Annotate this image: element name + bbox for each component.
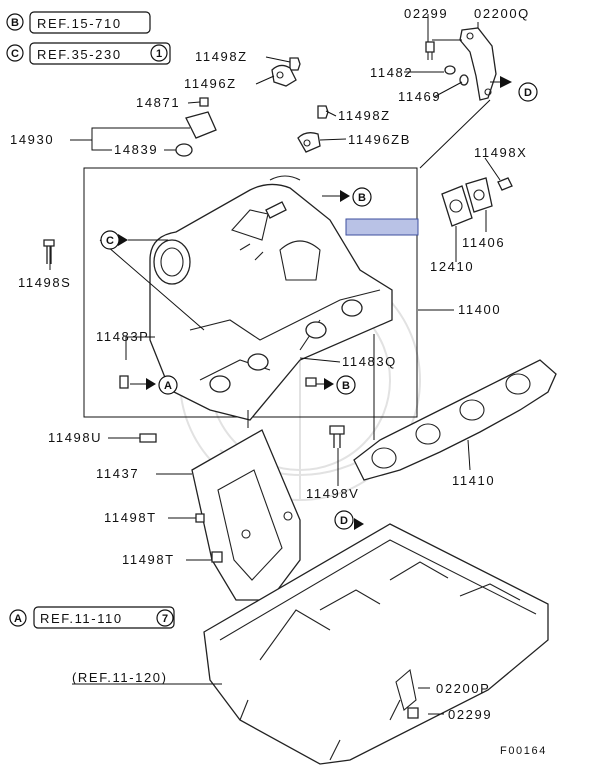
label-11498X: 11498X [474, 145, 527, 160]
svg-text:B: B [358, 192, 366, 204]
marker-a-middle: A [130, 375, 178, 395]
label-02299-top: 02299 [404, 6, 448, 21]
svg-text:REF.11-110: REF.11-110 [40, 611, 123, 626]
gasket-12410 [441, 185, 473, 227]
svg-text:A: A [14, 613, 22, 625]
intake-manifold-11400 [149, 175, 393, 421]
label-11469: 11469 [398, 89, 441, 104]
label-11496Z: 11496Z [184, 76, 237, 91]
label-11498V: 11498V [306, 486, 359, 501]
svg-text:C: C [11, 48, 19, 60]
gasket-11410 [353, 359, 557, 481]
bolt-11498X [497, 177, 513, 191]
svg-text:D: D [340, 515, 348, 527]
label-11498T-b: 11498T [122, 552, 175, 567]
bracket-02200Q [425, 27, 497, 101]
diagram-id: F00164 [500, 745, 547, 757]
svg-text:B: B [342, 380, 350, 392]
part-labels: 02299 02200Q 11498Z 11482 11496Z 11469 1… [10, 6, 547, 757]
label-14871: 14871 [136, 95, 180, 110]
ref-a-box: A REF.11-110 7 [9, 606, 175, 629]
ref-b-box: B REF.15-710 [6, 11, 151, 34]
bracket-11437 [191, 429, 301, 601]
bolts [43, 201, 419, 719]
svg-text:C: C [106, 235, 114, 247]
svg-text:B: B [11, 17, 19, 29]
svg-text:REF.35-230: REF.35-230 [37, 47, 122, 62]
label-11483P: 11483P [96, 329, 149, 344]
label-11496ZB: 11496ZB [348, 132, 411, 147]
marker-d-top: D [490, 76, 538, 102]
leader-lines [49, 14, 501, 715]
marker-d-lower: D [334, 510, 364, 530]
highlight-11483S[interactable] [345, 218, 419, 236]
label-11410: 11410 [452, 473, 495, 488]
label-02200Q: 02200Q [474, 6, 530, 21]
label-11400: 11400 [458, 302, 501, 317]
label-11498T-a: 11498T [104, 510, 157, 525]
label-11498U: 11498U [48, 430, 102, 445]
label-ref-11-120: (REF.11-120) [72, 670, 168, 685]
label-14839: 14839 [114, 142, 158, 157]
label-11498S: 11498S [18, 275, 71, 290]
svg-text:REF.15-710: REF.15-710 [37, 16, 122, 31]
label-11406: 11406 [462, 235, 505, 250]
label-11498Z-a: 11498Z [195, 49, 248, 64]
label-02200P: 02200P [436, 681, 490, 696]
label-02299-bot: 02299 [448, 707, 492, 722]
clip-11496ZB [297, 105, 329, 153]
label-12410: 12410 [430, 259, 474, 274]
svg-text:7: 7 [162, 613, 168, 625]
plate-11406 [465, 177, 493, 213]
svg-text:1: 1 [156, 48, 162, 60]
svg-text:A: A [164, 380, 172, 392]
clip-11496Z [271, 57, 301, 87]
label-11483Q: 11483Q [342, 354, 397, 369]
label-11482: 11482 [370, 65, 413, 80]
svg-text:D: D [524, 87, 532, 99]
cylinder-head [203, 523, 549, 765]
label-14930: 14930 [10, 132, 54, 147]
sensor-14930 [175, 97, 217, 157]
label-11498Z-b: 11498Z [338, 108, 391, 123]
ref-c-box: C REF.35-230 1 [6, 42, 171, 65]
marker-b-upper: B [322, 187, 372, 207]
label-11437: 11437 [96, 466, 139, 481]
marker-c: C [100, 230, 168, 250]
